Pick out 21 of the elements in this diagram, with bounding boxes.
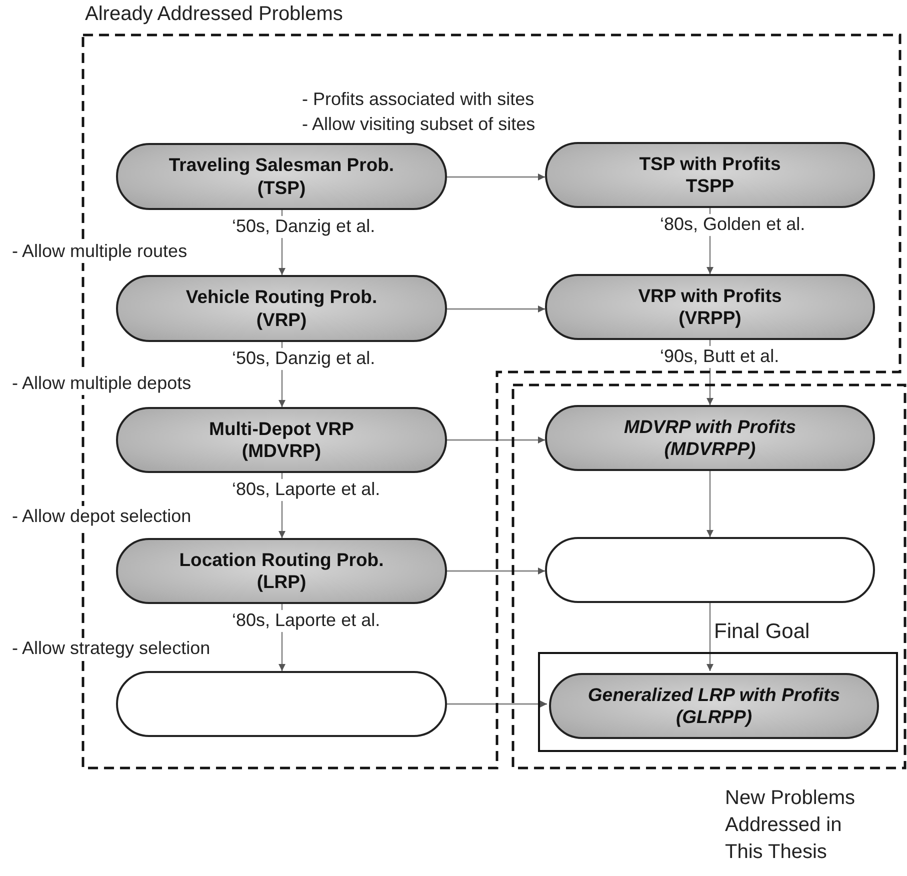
pill-text: Vehicle Routing Prob. (VRP) [184, 286, 378, 331]
pill-text: Generalized LRP with Profits (GLRPP) [586, 684, 842, 728]
annotation-text: - Allow multiple routes [10, 241, 190, 263]
arrow [706, 603, 714, 671]
arrow [447, 568, 545, 574]
frame-heading: Final Goal [714, 620, 810, 644]
arrow [447, 306, 545, 312]
pill-text: MDVRP with Profits (MDVRPP) [623, 416, 797, 460]
region-heading: New Problems Addressed in This Thesis [725, 786, 856, 865]
arrow [447, 700, 547, 708]
region-heading: Already Addressed Problems [85, 3, 343, 26]
arrow [706, 471, 714, 537]
pill-text: Multi-Depot VRP (MDVRP) [208, 418, 355, 462]
arrow [447, 174, 545, 180]
annotation-text: - Allow multiple depots [10, 373, 194, 395]
pill-text: TSP with Profits TSPP [638, 152, 782, 198]
pill-text: Location Routing Prob. (LRP) [178, 548, 385, 594]
arrow [447, 436, 545, 444]
pill-text: Traveling Salesman Prob. (TSP) [168, 154, 396, 199]
annotation-text: - Allow visiting subset of sites [300, 114, 538, 136]
pill-text: VRP with Profits (VRPP) [637, 284, 783, 330]
